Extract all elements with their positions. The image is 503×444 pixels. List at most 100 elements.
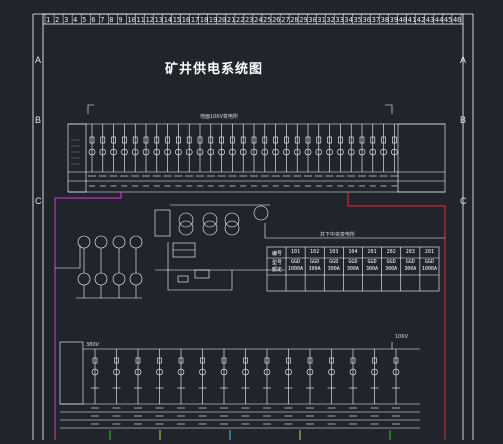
table-cell: 300A: [327, 266, 340, 272]
table-cell: 104: [348, 249, 358, 255]
bottom-bus-right-label: 10KV: [395, 334, 409, 340]
upper-feeder: [131, 124, 140, 187]
transformer-section: [55, 204, 445, 291]
upper-feeder: [196, 124, 204, 187]
ruler-number: 39: [389, 16, 399, 24]
ruler-number: 37: [371, 16, 380, 24]
lower-feeder: [198, 349, 207, 425]
table-cell: GGD: [348, 259, 358, 265]
drawing-frame: [32, 13, 474, 444]
ruler-number: 40: [398, 16, 408, 24]
ruler-number: 6: [91, 16, 96, 24]
table-cell: GGD: [367, 259, 377, 265]
upper-feeder: [174, 124, 183, 187]
table-cell: 1000A: [421, 266, 437, 272]
upper-feeder: [163, 124, 172, 187]
table-cell: 300A: [346, 266, 359, 272]
upper-feeder: [239, 124, 248, 187]
table-cell: GGD: [405, 259, 415, 265]
meter-symbol: [112, 235, 126, 298]
upper-feeder: [390, 124, 399, 187]
table-cell: 103: [329, 249, 339, 255]
ruler-number: 33: [335, 16, 344, 24]
ruler-number: 28: [290, 16, 299, 24]
ruler-number: 21: [226, 16, 236, 24]
ruler-number: 3: [64, 16, 69, 24]
ruler-number: 7: [100, 16, 105, 24]
lower-feeder: [91, 349, 99, 425]
table-cell: GGD: [386, 259, 396, 265]
lower-switchgear-frame: [59, 341, 420, 429]
ruler-number: 4: [73, 16, 78, 24]
lower-feeder-group: [91, 349, 400, 425]
ruler-number: 42: [416, 16, 426, 24]
table-cell: 201: [367, 249, 377, 255]
upper-feeder: [250, 124, 258, 187]
lower-feeder: [327, 349, 336, 425]
drawing-title: 矿井供电系统图: [165, 62, 264, 77]
table-row-label: 额定: [271, 267, 282, 273]
upper-feeder: [98, 124, 107, 187]
upper-feeder: [206, 124, 215, 187]
upper-feeder: [368, 124, 377, 187]
meter-symbol: [94, 235, 108, 298]
row-marker-b-right: B: [460, 115, 467, 125]
ruler-ticks: [44, 14, 462, 24]
ruler-number: 2: [55, 16, 60, 24]
ruler-number: 45: [443, 16, 453, 24]
upper-feeder: [379, 124, 388, 187]
connection-lines: [54, 192, 446, 440]
ruler-number: 31: [317, 16, 326, 24]
upper-feeder: [260, 124, 269, 187]
ruler-number: 26: [272, 16, 281, 24]
table-row-label: 型号: [271, 260, 282, 266]
table-cell: GGD: [329, 259, 339, 265]
upper-feeder: [109, 124, 118, 187]
left-cabinet-labels: [71, 139, 80, 165]
upper-feeder: [271, 124, 280, 187]
table-cell: 300A: [308, 266, 321, 272]
table-cell: 1000A: [288, 266, 304, 272]
ruler-number: 17: [190, 16, 200, 24]
table-cell: 203: [405, 249, 415, 255]
ruler-number: 12: [145, 16, 154, 24]
ruler-number: 10: [127, 16, 136, 24]
upper-feeder: [88, 124, 96, 187]
lower-feeder: [155, 349, 164, 425]
lower-feeder: [306, 349, 314, 425]
ruler-number: 15: [172, 16, 182, 24]
table-cell: 101: [291, 249, 301, 255]
row-marker-c-right: C: [460, 196, 467, 206]
upper-feeder: [185, 124, 194, 187]
ruler-number: 8: [109, 16, 114, 24]
meter-symbol: [129, 235, 143, 298]
upper-feeder: [358, 124, 366, 187]
ruler-number: 41: [407, 16, 417, 24]
table-cell: GGD: [291, 259, 301, 265]
table-cell: 102: [310, 249, 320, 255]
table-cell: 300A: [385, 266, 398, 272]
upper-feeder: [228, 124, 237, 187]
table-cell: GGD: [424, 259, 434, 265]
lower-feeder: [220, 349, 228, 425]
upper-feeder: [325, 124, 334, 187]
table-cell: 201: [424, 249, 434, 255]
lower-feeder: [392, 349, 400, 425]
ruler-number: 38: [380, 16, 390, 24]
lower-feeder: [263, 349, 271, 425]
lower-feeder: [370, 349, 379, 425]
ruler-number: 11: [136, 16, 145, 24]
bottom-bus-left-label: 380V: [86, 342, 99, 348]
meter-symbol: [77, 235, 91, 298]
row-marker-c-left: C: [35, 196, 42, 206]
ruler-number: 44: [434, 16, 444, 24]
ruler-number: 1: [46, 16, 51, 24]
ruler-number: 43: [425, 16, 435, 24]
ruler-number: 22: [235, 16, 245, 24]
lower-feeder: [349, 349, 357, 425]
ruler-number: 9: [118, 16, 123, 24]
ruler-number: 19: [208, 16, 218, 24]
lower-feeder: [241, 349, 250, 425]
table-cell: 300A: [404, 266, 417, 272]
